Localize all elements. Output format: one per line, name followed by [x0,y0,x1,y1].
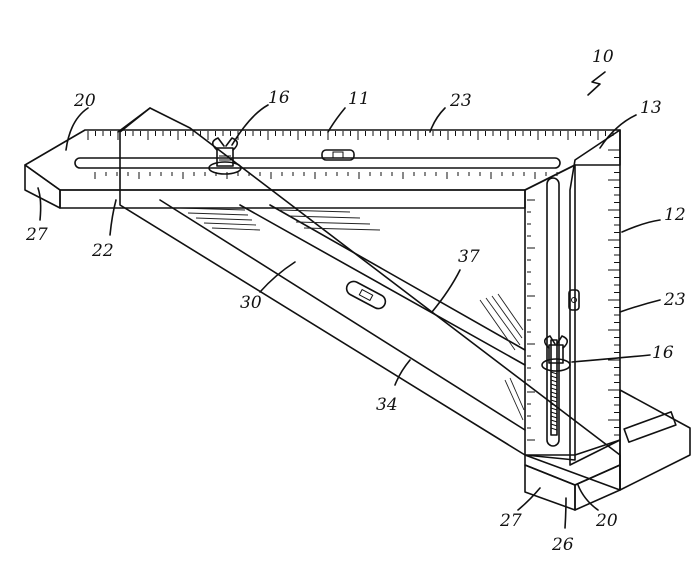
ruler-ticks-right [608,150,620,435]
ref-12: 12 [664,205,686,225]
ref-13: 13 [640,98,662,118]
foot-block [525,440,620,510]
ruler-tick [551,396,557,398]
ruler-tick [551,388,557,390]
rear-base-platform [620,390,690,490]
ref-20-top: 20 [73,91,96,111]
ruler-tick [551,416,557,418]
ruler-tick [551,372,557,374]
ruler-ticks-vertical-inner [527,200,535,440]
ruler-tick [551,424,557,426]
ref-26: 26 [551,535,574,555]
ref-27-bottom: 27 [499,511,522,531]
ref-22: 22 [91,241,114,261]
ruler-tick [551,392,557,394]
ruler-tick [551,408,557,410]
ref-30: 30 [240,293,262,313]
ruler-tick [551,400,557,402]
ruler-ticks-under [95,172,557,179]
ref-20-bottom: 20 [595,511,618,531]
diagonal-brace [118,108,620,490]
ref-23-right: 23 [663,290,686,310]
horizontal-arm [25,130,620,208]
brace-hatching [180,208,524,420]
ref-27-left: 27 [25,225,48,245]
ruler-tick [551,380,557,382]
ruler-tick [551,384,557,386]
ref-11: 11 [348,89,370,109]
ref-16-top: 16 [268,88,290,108]
ref-37: 37 [458,247,480,267]
ruler-tick [551,420,557,422]
ref-16-right: 16 [652,343,674,363]
ruler-ticks-top [88,131,613,140]
ruler-tick [551,376,557,378]
vertical-arm [525,130,620,465]
ref-34: 34 [376,395,398,415]
ruler-tick [551,412,557,414]
ref-10: 10 [592,47,614,67]
ruler-tick [551,428,557,430]
ref-23-top: 23 [449,91,472,111]
reference-numerals: 10 20 16 11 23 13 12 23 27 22 37 30 16 3… [25,47,686,555]
